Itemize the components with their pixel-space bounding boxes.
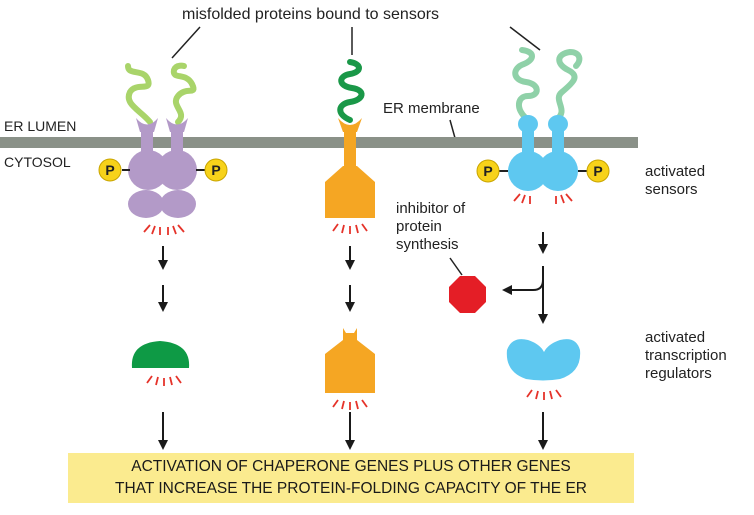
activity-ticks-blue-regulator <box>526 389 562 400</box>
inhibitor-pointer <box>449 257 463 276</box>
phosphate-right-1: P <box>476 159 508 183</box>
misfolded-protein-right-a <box>512 47 540 123</box>
orange-sensor <box>325 59 375 218</box>
er-lumen-label: ER LUMEN <box>4 118 77 134</box>
outcome-banner-line-1: ACTIVATION OF CHAPERONE GENES PLUS OTHER… <box>131 458 571 475</box>
blue-regulator <box>506 339 581 381</box>
er-membrane <box>0 137 638 148</box>
misfolded-protein-right-b <box>553 48 583 123</box>
inhibitor-line-3: synthesis <box>396 236 459 253</box>
phosphate-label: P <box>105 162 114 178</box>
green-regulator <box>131 341 190 368</box>
misfolded-protein-left-b <box>170 62 197 125</box>
membrane-pointer <box>449 119 456 139</box>
phosphate-label: P <box>593 163 602 179</box>
phosphate-left-2: P <box>196 158 228 182</box>
activity-ticks-right-sensor <box>513 193 573 204</box>
activity-ticks-orange-regulator <box>332 399 368 410</box>
phosphate-label: P <box>211 162 220 178</box>
pathway-arrows <box>158 232 548 450</box>
purple-sensor-dimer <box>125 62 197 218</box>
activated-sensors-label: activated sensors <box>645 163 705 199</box>
outcome-banner-line-2: THAT INCREASE THE PROTEIN-FOLDING CAPACI… <box>115 480 587 497</box>
misfolded-proteins-caption: misfolded proteins bound to sensors <box>182 6 440 23</box>
activated-regulators-label: activated transcription regulators <box>645 329 727 383</box>
activity-ticks-middle-sensor <box>332 223 368 234</box>
blue-sensor-dimer <box>508 47 583 191</box>
misfolded-protein-middle <box>337 59 365 123</box>
cytosol-label: CYTOSOL <box>4 154 71 170</box>
activated-regulators-line-3: regulators <box>645 365 712 382</box>
misfolded-protein-left-a <box>125 63 153 125</box>
activity-ticks-green-regulator <box>146 375 182 386</box>
activated-sensors-line-1: activated <box>645 163 706 180</box>
inhibitor-line-1: inhibitor of <box>396 200 466 217</box>
orange-regulator <box>325 328 375 393</box>
activity-ticks-left-sensor <box>143 224 185 235</box>
er-membrane-label: ER membrane <box>383 100 480 117</box>
branch-arrow-to-inhibitor <box>502 266 544 295</box>
activated-regulators-line-2: transcription <box>645 347 727 364</box>
phosphate-label: P <box>483 163 492 179</box>
inhibitor-octagon <box>449 276 486 313</box>
outcome-banner: ACTIVATION OF CHAPERONE GENES PLUS OTHER… <box>68 453 634 503</box>
activated-regulators-line-1: activated <box>645 329 706 346</box>
phosphate-right-2: P <box>578 159 610 183</box>
activated-sensors-line-2: sensors <box>645 181 698 198</box>
caption-pointers <box>171 26 541 139</box>
phosphate-left-1: P <box>98 158 130 182</box>
inhibitor-label: inhibitor of protein synthesis <box>396 200 465 254</box>
inhibitor-line-2: protein <box>396 218 442 235</box>
